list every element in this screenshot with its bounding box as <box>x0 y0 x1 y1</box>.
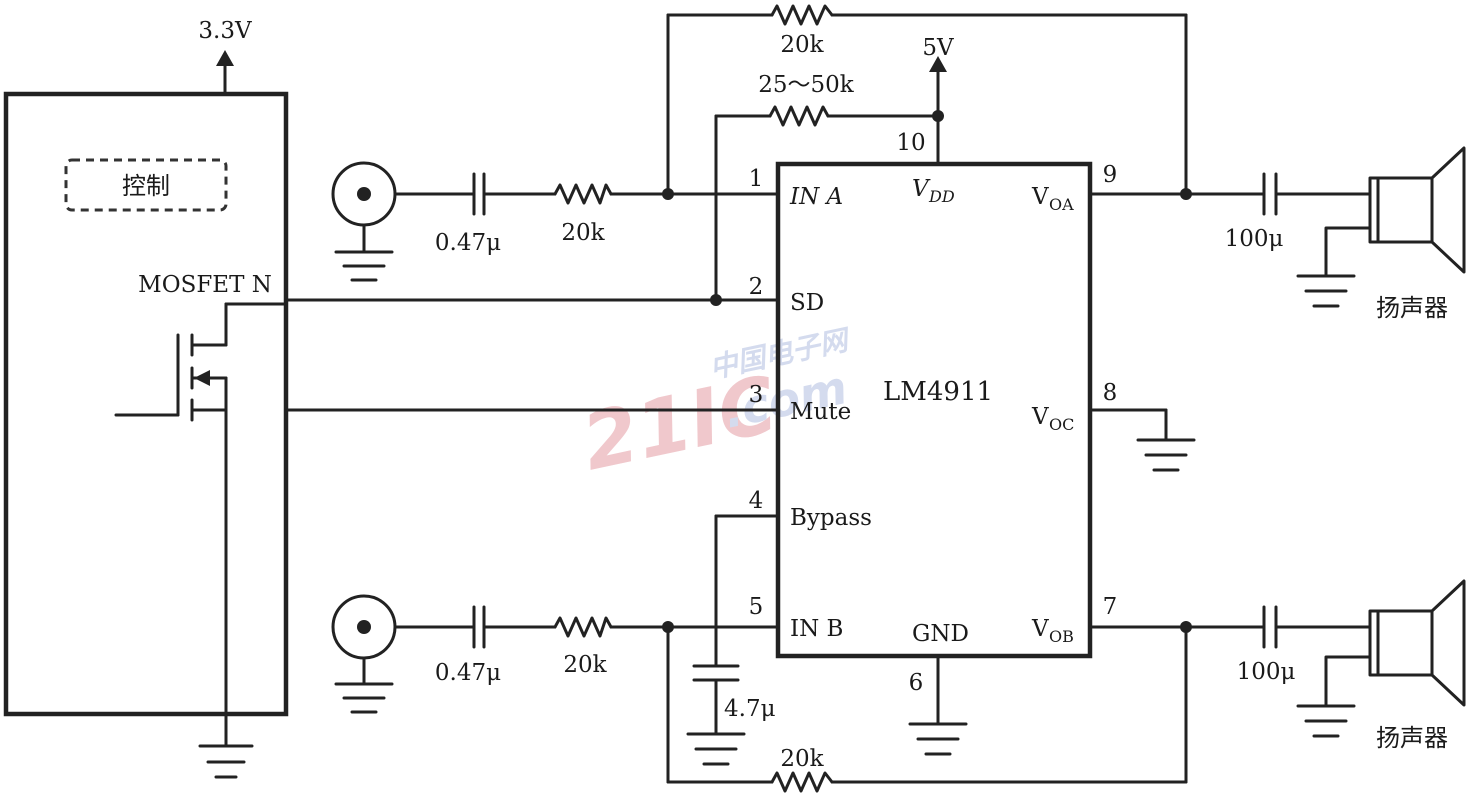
pin-number-6: 6 <box>909 670 924 696</box>
control-dashed-box <box>64 158 228 212</box>
supply-3v3-label: 3.3V <box>198 18 252 44</box>
pin-label-voc: V <box>1031 404 1049 430</box>
resistor-sd-value: 25～50k <box>758 72 855 98</box>
capacitor-bypass-value: 4.7μ <box>724 696 776 722</box>
pin-number-3: 3 <box>749 382 764 408</box>
pin-number-7: 7 <box>1103 594 1118 620</box>
mosfet-label: MOSFET N <box>138 272 272 298</box>
ground-icon <box>1136 438 1196 472</box>
pin-label-vob-sub: OB <box>1049 627 1074 646</box>
ground-icon <box>686 732 746 766</box>
capacitor-input-b: 0.47μ <box>435 605 501 686</box>
resistor-input-a-value: 20k <box>561 220 605 246</box>
speaker-a-icon <box>1296 146 1466 308</box>
input-jack-b-icon <box>331 594 397 714</box>
capacitor-output-a-value: 100μ <box>1225 226 1284 252</box>
pin-label-gnd: GND <box>912 621 969 647</box>
pin-label-vob: V <box>1031 616 1049 642</box>
speaker-b-label: 扬声器 <box>1376 724 1448 752</box>
speaker-b-icon <box>1296 579 1466 738</box>
control-label: 控制 <box>122 172 170 200</box>
pin-label-voa-sub: OA <box>1049 195 1074 214</box>
junction-dot <box>932 110 944 122</box>
pin-label-in-b: IN B <box>790 616 843 642</box>
wires <box>224 13 1372 784</box>
pin-label-mute: Mute <box>790 399 851 425</box>
junction-dot <box>710 294 722 306</box>
pin-label-voc-sub: OC <box>1049 415 1074 434</box>
mosfet-symbol-icon <box>114 302 228 748</box>
ic-lm4911: LM4911 IN A SD Mute Bypass IN B GND V DD… <box>749 130 1118 696</box>
pin-number-5: 5 <box>749 594 764 620</box>
control-block: 控制 3.3V MOSFET N <box>3 18 289 779</box>
pin-number-4: 4 <box>749 488 764 514</box>
resistor-input-b: 20k <box>553 616 613 678</box>
capacitor-input-b-value: 0.47μ <box>435 660 501 686</box>
pin-number-8: 8 <box>1103 380 1118 406</box>
ground-icon <box>198 744 254 779</box>
resistor-feedback-a: 20k <box>770 4 834 58</box>
capacitor-input-a: 0.47μ <box>435 172 501 256</box>
capacitor-bypass: 4.7μ <box>692 664 776 722</box>
ic-name: LM4911 <box>883 377 993 407</box>
speaker-a-label: 扬声器 <box>1376 294 1448 322</box>
capacitor-output-b-value: 100μ <box>1237 659 1296 685</box>
pin-number-10: 10 <box>896 130 925 156</box>
capacitor-input-a-value: 0.47μ <box>435 230 501 256</box>
junction-dot <box>1180 621 1192 633</box>
resistor-input-b-value: 20k <box>563 652 607 678</box>
junction-dot <box>662 188 674 200</box>
capacitor-output-a: 100μ <box>1225 172 1284 252</box>
supply-5v-arrow-icon <box>929 56 947 72</box>
junctions <box>662 110 1192 633</box>
pin-label-sd: SD <box>790 290 824 316</box>
supply-5v-label: 5V <box>922 35 954 61</box>
control-box <box>3 91 289 717</box>
watermark: 21IC .com 中国电子网 <box>575 323 854 489</box>
pin-number-9: 9 <box>1103 162 1118 188</box>
pin-label-in-a: IN A <box>789 184 843 210</box>
junction-dot <box>1180 188 1192 200</box>
resistor-feedback-a-value: 20k <box>780 32 824 58</box>
capacitor-output-b: 100μ <box>1237 605 1296 685</box>
supply-3v3-arrow-icon <box>216 50 234 66</box>
pin-label-vdd-sub: DD <box>928 187 955 206</box>
pin-number-1: 1 <box>749 166 764 192</box>
resistor-input-a: 20k <box>553 183 613 246</box>
pin-label-bypass: Bypass <box>790 505 872 531</box>
pin-label-voa: V <box>1031 184 1049 210</box>
junction-dot <box>662 621 674 633</box>
ground-icon <box>908 722 968 756</box>
resistor-sd: 25～50k <box>758 72 855 127</box>
pin-number-2: 2 <box>749 274 764 300</box>
input-jack-a-icon <box>331 161 397 282</box>
pin-label-vdd: V <box>912 176 931 202</box>
resistor-feedback-b-value: 20k <box>780 746 824 772</box>
resistor-feedback-b: 20k <box>770 746 834 793</box>
